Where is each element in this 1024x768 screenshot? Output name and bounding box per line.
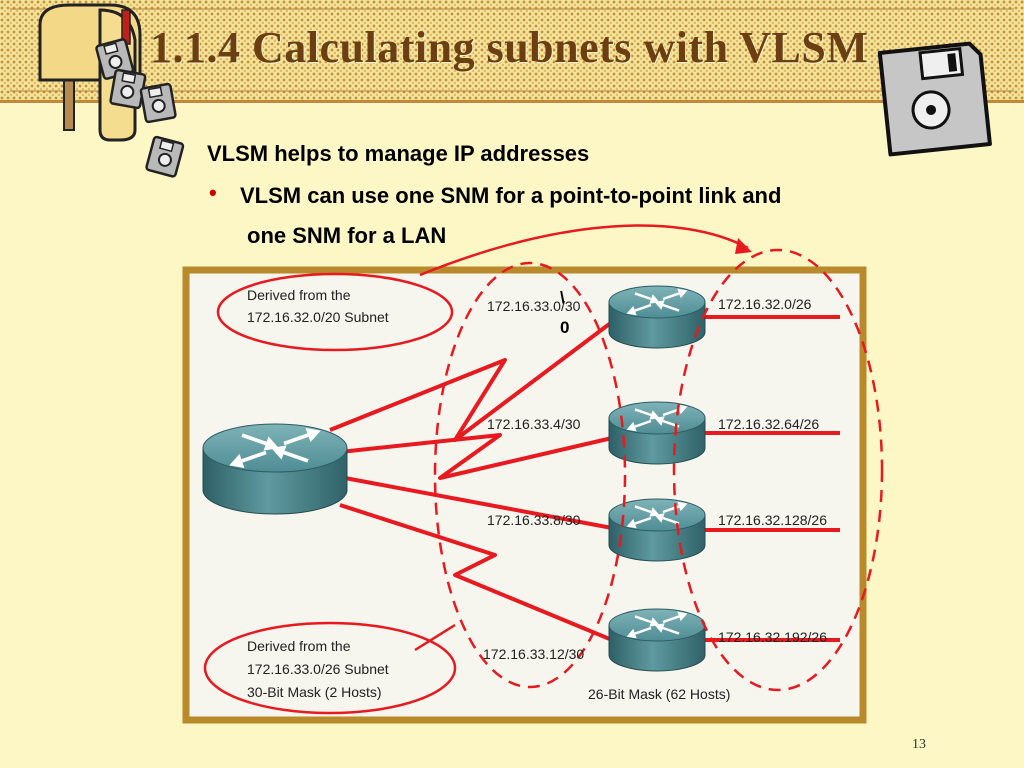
lan-group-ellipse (672, 248, 884, 692)
page-number: 13 (912, 737, 926, 752)
annotation-arrow (419, 224, 749, 277)
wan-link-label-4: 172.16.33.12/30 (483, 646, 584, 662)
wan-link-label-2: 172.16.33.4/30 (487, 416, 581, 432)
callout-bottom-line-3: 30-Bit Mask (2 Hosts) (247, 684, 382, 700)
lan-link-label-4: 172.16.32.192/26 (718, 629, 827, 645)
wan-group-ellipse (433, 261, 627, 689)
wan-link-4 (339, 503, 613, 642)
callout-bottom-line-1: Derived from the (247, 638, 351, 654)
wan-link-2 (339, 433, 613, 480)
title-band (0, 0, 1024, 103)
network-links (329, 315, 840, 642)
wan-link-label-3: 172.16.33.8/30 (487, 512, 581, 528)
mailbox-clipart (38, 3, 185, 178)
wan-link-1 (329, 320, 614, 442)
bullet-text-line-2: one SNM for a LAN (247, 223, 447, 248)
bullet-marker: • (209, 180, 217, 205)
annotation-arrowhead (735, 238, 752, 254)
wan-link-label-1: 172.16.33.0/30 (487, 298, 581, 314)
slide-title: 1.1.4 Calculating subnets with VLSM (150, 23, 869, 72)
lan-link-label-3: 172.16.32.128/26 (718, 512, 827, 528)
lan-mask-caption: 26-Bit Mask (62 Hosts) (588, 686, 730, 702)
lan-link-label-1: 172.16.32.0/26 (718, 296, 812, 312)
callout-ellipse-top (216, 272, 454, 352)
intro-line: VLSM helps to manage IP addresses (207, 141, 590, 166)
callout-top-line-1: Derived from the (247, 287, 351, 303)
router-1-icon (608, 285, 706, 349)
callout-top-line-2: 172.16.32.0/20 Subnet (247, 309, 389, 325)
callout-ellipse-bottom (203, 621, 457, 715)
router-2-icon (608, 401, 706, 465)
overlay-annotation-mark: \ (560, 288, 565, 307)
core-router-icon (202, 423, 348, 515)
router-3-icon (608, 498, 706, 562)
router-4-icon (608, 608, 706, 672)
callout-pointer (414, 623, 456, 652)
wan-link-3 (344, 476, 613, 530)
floppy-disk-clipart (877, 41, 992, 157)
overlay-annotation-digit: 0 (560, 318, 569, 337)
bullet-text-line-1: VLSM can use one SNM for a point-to-poin… (240, 183, 782, 208)
callout-bottom-line-2: 172.16.33.0/26 Subnet (247, 661, 389, 677)
lan-link-label-2: 172.16.32.64/26 (718, 416, 819, 432)
